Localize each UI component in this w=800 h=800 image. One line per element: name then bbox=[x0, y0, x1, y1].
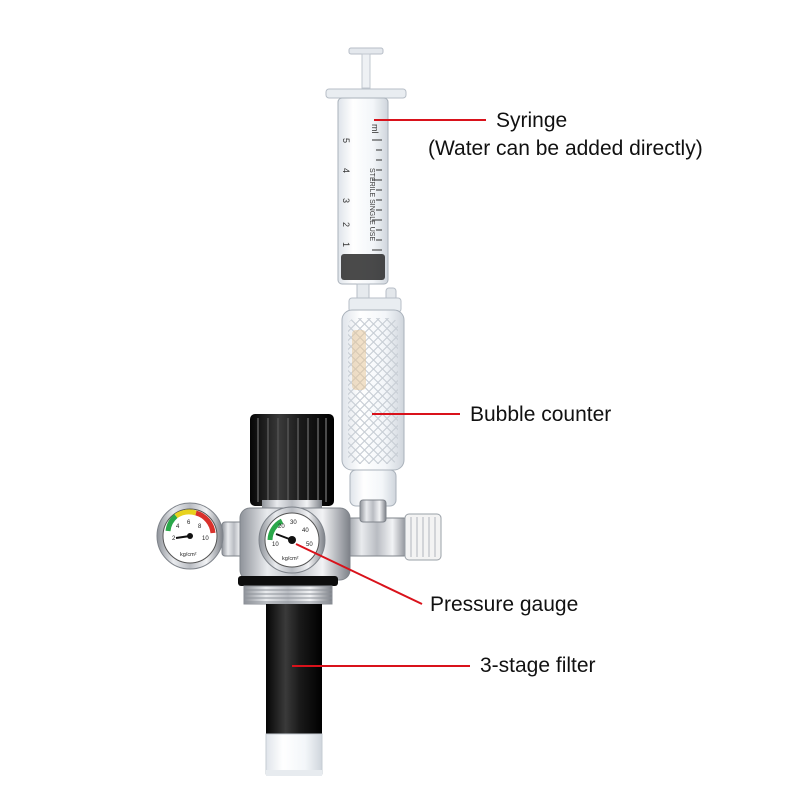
syringe-mark-5: 5 bbox=[341, 138, 351, 143]
right-gauge-mark-30: 30 bbox=[290, 520, 297, 526]
syringe-mark-3: 3 bbox=[341, 198, 351, 203]
left-gauge-mark-8: 8 bbox=[198, 524, 202, 530]
callout-syringe-subtitle: (Water can be added directly) bbox=[428, 137, 703, 160]
callout-pressure-gauge-title: Pressure gauge bbox=[430, 593, 579, 616]
adjustment-knob bbox=[250, 414, 334, 514]
callout-filter: 3-stage filter bbox=[480, 652, 596, 680]
left-gauge-unit: kg/cm² bbox=[180, 552, 197, 558]
callout-leaders bbox=[292, 119, 486, 667]
callout-bubble-counter: Bubble counter bbox=[470, 401, 611, 429]
syringe-mark-1: 1 bbox=[341, 242, 351, 247]
right-gauge-unit: kg/cm² bbox=[282, 556, 299, 562]
syringe-unit: ml bbox=[370, 124, 380, 134]
outlet-pressure-gauge: 10 20 30 40 50 kg/cm² bbox=[258, 506, 326, 574]
right-gauge-mark-20: 20 bbox=[278, 524, 285, 530]
left-gauge-mark-2: 2 bbox=[172, 536, 176, 542]
leader-pressure-gauge bbox=[295, 543, 423, 605]
right-gauge-mark-40: 40 bbox=[302, 528, 309, 534]
syringe-scale-ticks bbox=[372, 139, 382, 251]
callout-filter-title: 3-stage filter bbox=[480, 654, 596, 677]
filter-tube bbox=[265, 604, 323, 776]
inlet-pressure-gauge: 2 4 6 8 10 kg/cm² bbox=[156, 502, 224, 570]
left-gauge-mark-6: 6 bbox=[187, 520, 191, 526]
left-gauge-mark-10: 10 bbox=[202, 536, 209, 542]
needle-valve bbox=[345, 499, 442, 561]
syringe: 5 4 3 2 1 ml STERILE SINGLE USE bbox=[325, 47, 407, 305]
callout-bubble-counter-title: Bubble counter bbox=[470, 403, 612, 426]
callout-pressure-gauge: Pressure gauge bbox=[430, 591, 578, 619]
callout-syringe-title: Syringe bbox=[496, 109, 568, 132]
bubble-counter bbox=[341, 287, 405, 507]
syringe-brand-text: STERILE SINGLE USE bbox=[368, 168, 375, 241]
right-gauge-mark-50: 50 bbox=[306, 542, 313, 548]
callout-syringe: Syringe (Water can be added directly) bbox=[428, 107, 703, 163]
syringe-mark-4: 4 bbox=[341, 168, 351, 173]
right-gauge-mark-10: 10 bbox=[272, 542, 279, 548]
left-gauge-mark-4: 4 bbox=[176, 524, 180, 530]
syringe-mark-2: 2 bbox=[341, 222, 351, 227]
